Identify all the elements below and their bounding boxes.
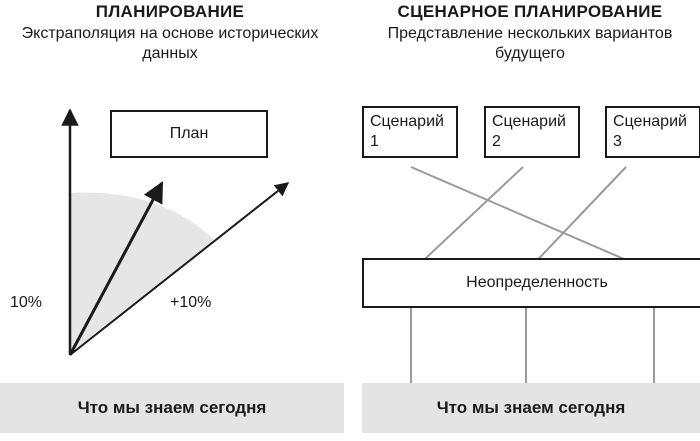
planning-subtitle: Экстраполяция на основе исторических дан… (0, 24, 340, 64)
scenario-planning-subtitle: Представление нескольких вариантов будущ… (350, 24, 700, 64)
scenario-1-number: 1 (370, 133, 379, 150)
uncertainty-label: Неопределенность (466, 274, 608, 291)
scenario-box-2: Сценарий 2 (484, 106, 580, 158)
scenario-1-word: Сценарий (370, 113, 444, 130)
today-band-right-label: Что мы знаем сегодня (436, 398, 626, 417)
plan-arrow (68, 181, 164, 356)
planning-subtitle-line1: Экстраполяция на основе исторических (21, 25, 319, 42)
label-10-percent: 10% (10, 294, 43, 311)
label-plus-10-percent: +10% (170, 294, 212, 311)
plan-box: План (110, 110, 268, 158)
scenario-subtitle-line2: будущего (495, 45, 565, 62)
scenario-box-1: Сценарий 1 (362, 106, 458, 158)
scenario-planning-title: СЦЕНАРНОЕ ПЛАНИРОВАНИЕ (397, 2, 663, 21)
scenario-2-number: 2 (492, 133, 501, 150)
today-band-left: Что мы знаем сегодня (0, 383, 344, 433)
today-band-left-label: Что мы знаем сегодня (77, 398, 267, 417)
scenario-2-word: Сценарий (492, 113, 566, 130)
planning-subtitle-line2: данных (142, 45, 198, 62)
scenario-box-3: Сценарий 3 (605, 106, 700, 158)
scenario-3-number: 3 (613, 133, 622, 150)
growth-arrow (69, 182, 290, 356)
plan-box-label: План (169, 125, 209, 142)
growth-wedge (70, 192, 214, 355)
scenario-subtitle-line1: Представление нескольких вариантов (387, 25, 673, 42)
uncertainty-box: Неопределенность (362, 258, 700, 308)
scenario-3-word: Сценарий (613, 113, 687, 130)
today-band-right: Что мы знаем сегодня (362, 383, 700, 433)
planning-title: ПЛАНИРОВАНИЕ (95, 2, 245, 21)
